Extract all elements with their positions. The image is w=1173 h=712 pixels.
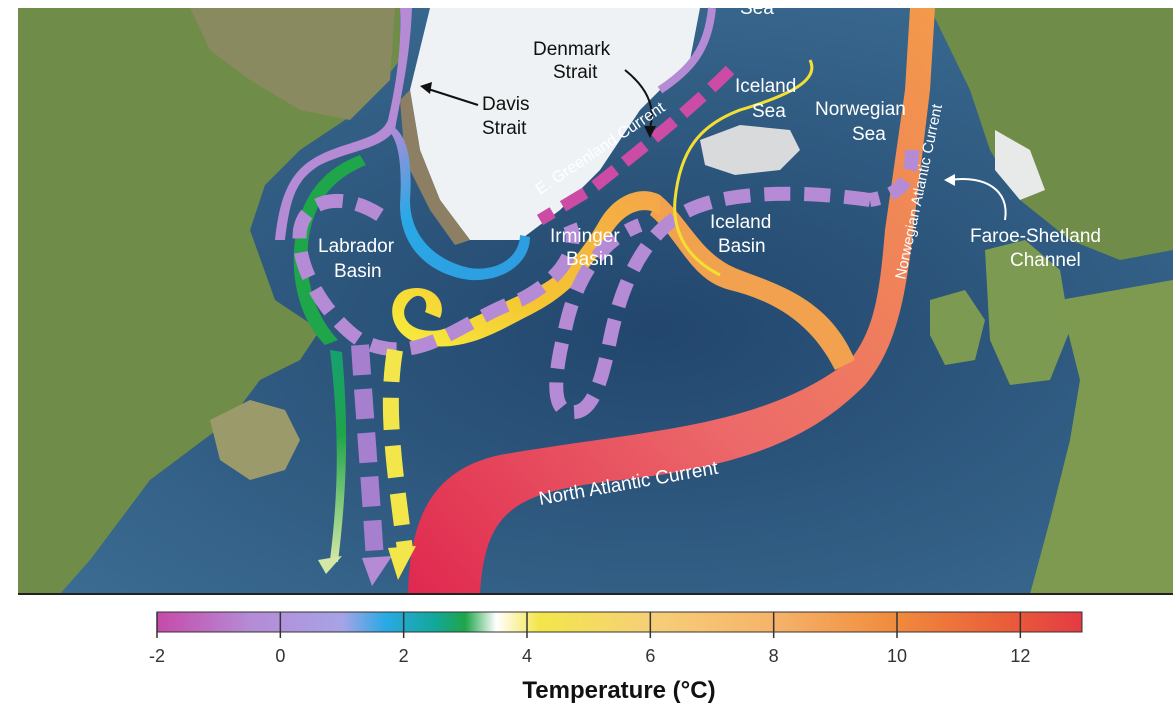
north-atlantic-current (408, 8, 935, 594)
label-faroe-2: Channel (1010, 250, 1081, 271)
faroe-pointer-head (944, 174, 955, 186)
iceland-basin-branch (650, 195, 855, 370)
yellow-arrowhead (388, 546, 416, 580)
colorbar-bar (156, 611, 1083, 633)
labrador-arrowhead (318, 556, 342, 574)
britain (985, 240, 1070, 385)
label-davis-1: Davis (482, 94, 530, 115)
norwegian-deep-flow (868, 149, 919, 207)
davis-pointer (424, 87, 479, 106)
colorbar-tick-label: 0 (275, 646, 285, 666)
faroe-pointer (949, 178, 1007, 221)
iceland-sea-current (673, 59, 814, 277)
irminger-current (392, 191, 660, 347)
colorbar-tick-label: 12 (1010, 646, 1030, 666)
british-isles (930, 290, 985, 365)
denmark-pointer-head (644, 126, 656, 138)
yellow-deep-southward (382, 348, 413, 551)
temperature-colorbar: -2 0 2 4 6 8 10 12 Temperature (°C) (149, 611, 1083, 704)
iceland (700, 125, 800, 175)
label-davis-2: Strait (482, 118, 527, 139)
labrador-south (330, 350, 347, 562)
label-iceland-sea-1: Iceland (735, 76, 796, 97)
label-sea-top: Sea (740, 0, 774, 19)
newfoundland (210, 400, 300, 480)
label-iceland-sea-2: Sea (752, 101, 786, 122)
colorbar-tick-label: 2 (399, 646, 409, 666)
label-faroe-1: Faroe-Shetland (970, 226, 1101, 247)
colorbar-tick-label: -2 (149, 646, 165, 666)
label-norwegian-sea-1: Norwegian (815, 99, 906, 120)
label-labrador-2: Basin (334, 261, 382, 282)
baffin-island (190, 8, 395, 120)
colorbar-tick-label: 4 (522, 646, 532, 666)
deep-western-boundary (351, 344, 384, 561)
label-denmark-2: Strait (553, 62, 598, 83)
label-labrador-1: Labrador (318, 236, 395, 257)
labrador-loop (390, 128, 530, 281)
label-iceland-basin-2: Basin (718, 236, 766, 257)
colorbar-tick-label: 10 (887, 646, 907, 666)
davis-upper-arrow (657, 7, 716, 94)
label-iceland-basin-1: Iceland (710, 212, 771, 233)
colorbar-ticks: -2 0 2 4 6 8 10 12 (149, 612, 1030, 666)
colorbar-title: Temperature (°C) (522, 677, 715, 704)
label-irminger-1: Irminger (550, 226, 620, 247)
greenland (410, 8, 700, 240)
irminger-deep-loop (549, 186, 871, 420)
greenland-coast (400, 90, 470, 245)
norway-snow (995, 130, 1045, 200)
deep-arrowhead (362, 556, 392, 586)
colorbar-tick-label: 8 (769, 646, 779, 666)
colorbar-tick-label: 6 (645, 646, 655, 666)
label-norwegian-sea-2: Sea (852, 124, 886, 145)
label-denmark-1: Denmark (533, 39, 611, 60)
denmark-pointer (624, 69, 653, 129)
label-irminger-2: Basin (566, 249, 614, 270)
scandinavia (930, 8, 1173, 260)
europe (1030, 280, 1173, 594)
davis-pointer-head (420, 82, 432, 94)
north-america-land (18, 8, 400, 594)
e-greenland-current (536, 65, 735, 226)
